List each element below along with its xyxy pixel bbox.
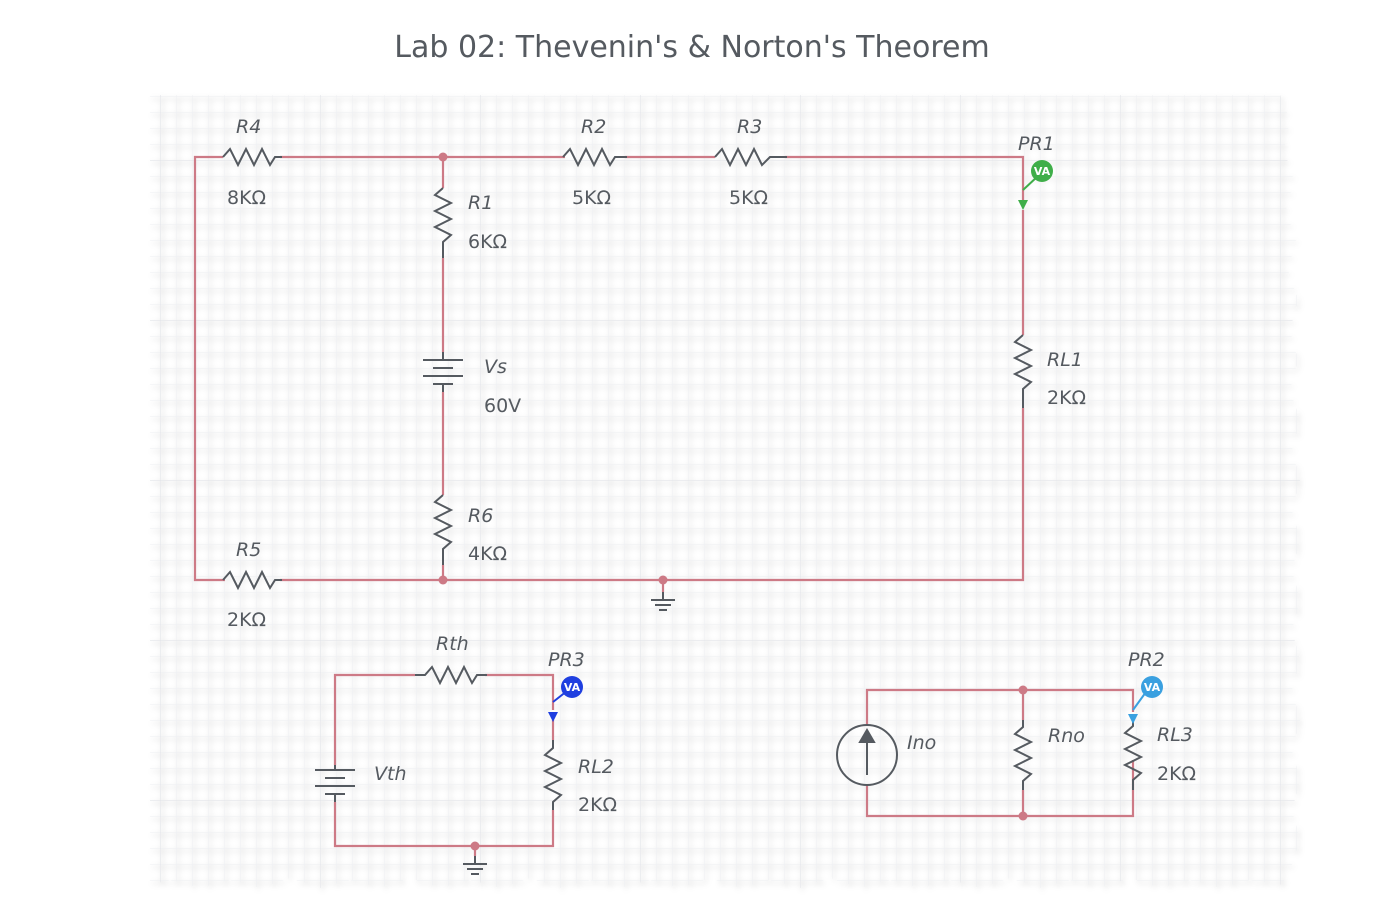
page-title: Lab 02: Thevenin's & Norton's Theorem	[394, 30, 990, 65]
label-ino-name: Ino	[907, 732, 936, 754]
label-vs-value: 60V	[484, 395, 521, 417]
label-rl1-name: RL1	[1047, 349, 1083, 371]
label-r4-value: 8KΩ	[227, 187, 266, 209]
thevenin-circuit-wires	[333, 673, 555, 856]
probe-pr1-badge: VA	[1034, 165, 1051, 178]
resistor-r3-symbol[interactable]	[714, 146, 787, 168]
label-r1-value: 6KΩ	[468, 231, 507, 253]
label-pr2-name: PR2	[1128, 649, 1165, 671]
label-vs-name: Vs	[484, 356, 507, 378]
probe-pr2-badge: VA	[1144, 681, 1161, 694]
label-r5-value: 2KΩ	[227, 609, 266, 631]
ground-symbol-main	[651, 592, 675, 611]
label-r3-name: R3	[737, 116, 762, 138]
current-source-ino-symbol[interactable]	[836, 724, 898, 786]
label-rl2-value: 2KΩ	[578, 794, 617, 816]
label-r5-name: R5	[236, 539, 261, 561]
resistor-r6-symbol[interactable]	[432, 494, 454, 565]
label-rth-name: Rth	[436, 633, 469, 655]
label-rl3-name: RL3	[1157, 724, 1193, 746]
label-pr3-name: PR3	[548, 649, 585, 671]
battery-vth-symbol[interactable]	[315, 765, 355, 802]
resistor-rth-symbol[interactable]	[415, 664, 487, 686]
label-r1-name: R1	[468, 192, 493, 214]
label-r2-name: R2	[581, 116, 606, 138]
main-circuit-wires	[193, 155, 1025, 592]
ground-symbol-thevenin	[463, 856, 487, 875]
label-r3-value: 5KΩ	[729, 187, 768, 209]
probe-pr3-badge: VA	[564, 681, 581, 694]
resistor-rl1-symbol[interactable]	[1012, 334, 1034, 408]
probe-pr1[interactable]: VA	[1018, 160, 1053, 210]
resistor-r1-symbol[interactable]	[432, 187, 454, 258]
probe-pr2[interactable]: VA	[1128, 676, 1163, 724]
resistor-r5-symbol[interactable]	[222, 569, 282, 591]
label-rl1-value: 2KΩ	[1047, 387, 1086, 409]
junction-dots	[438, 152, 1028, 851]
label-rl2-name: RL2	[578, 756, 614, 778]
label-rno-name: Rno	[1048, 725, 1085, 747]
battery-vs-symbol[interactable]	[423, 352, 463, 392]
probe-pr3[interactable]: VA	[548, 676, 583, 722]
label-rl3-value: 2KΩ	[1157, 763, 1196, 785]
label-pr1-name: PR1	[1018, 133, 1055, 155]
label-r6-value: 4KΩ	[468, 543, 507, 565]
label-vth-name: Vth	[374, 763, 407, 785]
label-r2-value: 5KΩ	[572, 187, 611, 209]
resistor-rl2-symbol[interactable]	[542, 740, 564, 810]
label-r4-name: R4	[236, 116, 261, 138]
label-r6-name: R6	[468, 505, 493, 527]
resistor-r2-symbol[interactable]	[562, 146, 627, 168]
resistor-rno-symbol[interactable]	[1012, 720, 1034, 790]
resistor-rl3-symbol[interactable]	[1122, 722, 1144, 790]
resistor-r4-symbol[interactable]	[222, 146, 282, 168]
